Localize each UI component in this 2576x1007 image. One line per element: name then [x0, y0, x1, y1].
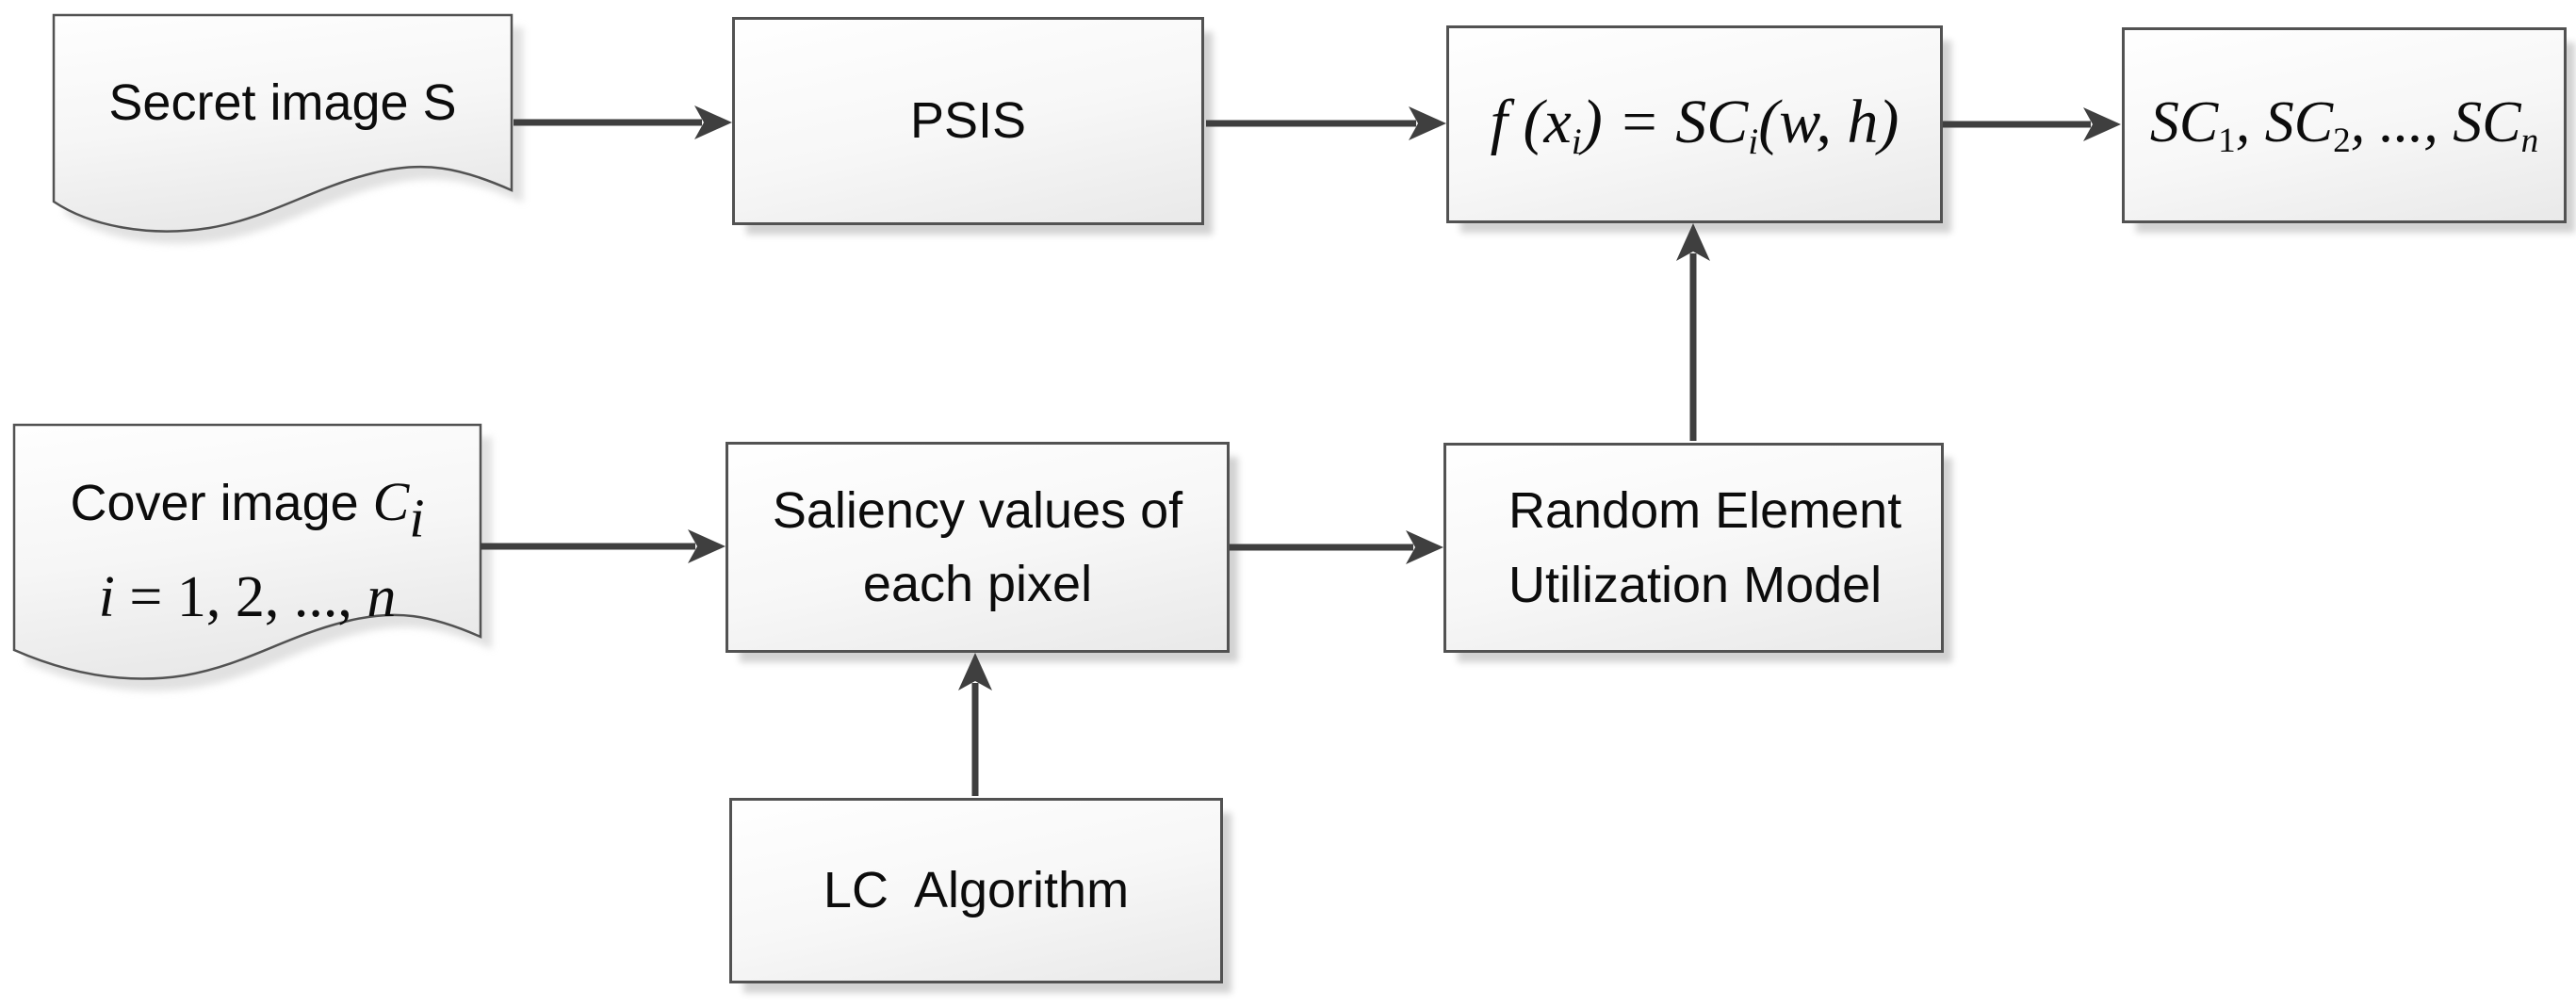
- node-psis: PSIS: [732, 17, 1204, 225]
- node-formula: f (xi) = SCi(w, h): [1446, 25, 1943, 223]
- node-lc: LC Algorithm: [729, 798, 1223, 983]
- arrow-saliency-to-random: [1230, 530, 1443, 564]
- node-shares: SC1, SC2, ..., SCn: [2122, 27, 2567, 223]
- node-shares-label: SC1, SC2, ..., SCn: [2149, 89, 2539, 161]
- arrow-secret-to-psis: [514, 106, 732, 139]
- arrow-random-to-formula: [1676, 223, 1710, 441]
- node-formula-label: f (xi) = SCi(w, h): [1490, 87, 1899, 162]
- node-cover: Cover image Ci i = 1, 2, ..., n: [14, 425, 481, 651]
- arrow-lc-to-saliency: [958, 653, 992, 796]
- arrow-cover-to-saliency: [481, 529, 726, 563]
- node-secret-label: Secret image S: [108, 73, 457, 131]
- node-secret: Secret image S: [54, 15, 512, 190]
- node-lc-label: LC Algorithm: [823, 862, 1130, 919]
- node-cover-line1: Cover image Ci: [70, 471, 425, 549]
- node-cover-line2: i = 1, 2, ..., n: [98, 565, 397, 630]
- arrow-formula-to-shares: [1943, 107, 2121, 141]
- node-psis-label: PSIS: [909, 92, 1027, 150]
- arrow-psis-to-formula: [1206, 106, 1446, 140]
